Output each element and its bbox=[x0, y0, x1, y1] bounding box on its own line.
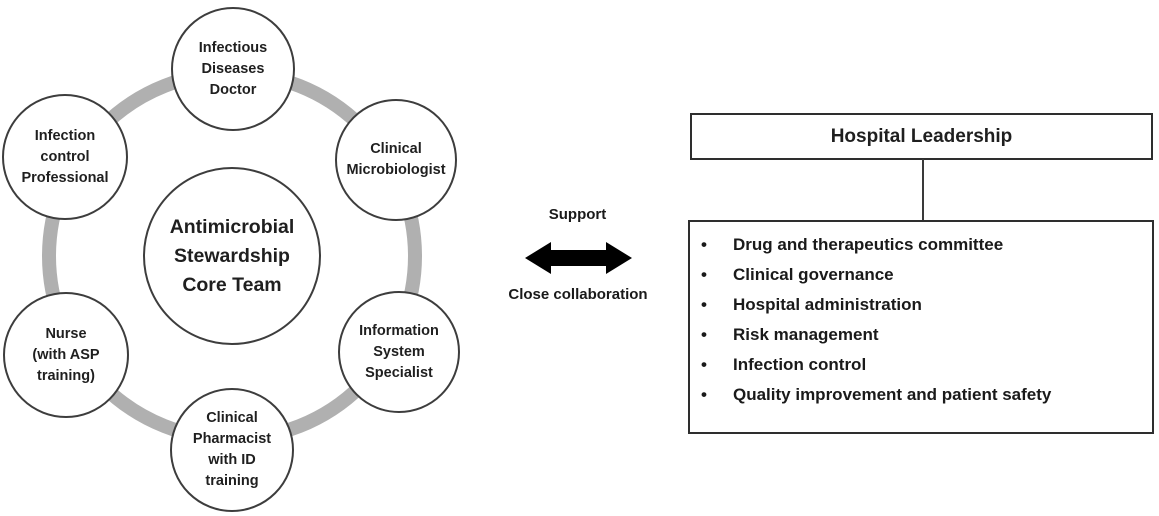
list-item-label: Quality improvement and patient safety bbox=[733, 385, 1052, 404]
list-item-label: Drug and therapeutics committee bbox=[733, 235, 1004, 254]
list-item: • Infection control bbox=[690, 350, 1152, 380]
hospital-leadership-box: Hospital Leadership bbox=[690, 113, 1153, 160]
team-member-label: Infection control Professional bbox=[21, 127, 109, 186]
team-member-circle-infectious-diseases-doctor: Infectious Diseases Doctor bbox=[171, 7, 295, 131]
team-member-circle-information-system-specialist: Information System Specialist bbox=[338, 291, 460, 413]
list-item-label: Hospital administration bbox=[733, 295, 922, 314]
bullet-icon: • bbox=[701, 265, 707, 284]
team-member-circle-nurse: Nurse (with ASP training) bbox=[3, 292, 129, 418]
hospital-leadership-title: Hospital Leadership bbox=[830, 125, 1013, 147]
list-item: • Hospital administration bbox=[690, 290, 1152, 320]
bullet-icon: • bbox=[701, 295, 707, 314]
bullet-icon: • bbox=[701, 235, 707, 254]
support-label: Support bbox=[548, 206, 607, 223]
bullet-icon: • bbox=[701, 355, 707, 374]
list-item: • Quality improvement and patient safety bbox=[690, 380, 1152, 410]
team-member-label: Clinical Microbiologist bbox=[346, 141, 446, 178]
arrow-shaft bbox=[551, 250, 606, 266]
team-member-circle-clinical-microbiologist: Clinical Microbiologist bbox=[335, 99, 457, 221]
bullet-icon: • bbox=[701, 385, 707, 404]
list-item-label: Risk management bbox=[733, 325, 879, 344]
team-member-label: Clinical Pharmacist with ID training bbox=[192, 410, 272, 489]
leadership-groups-list: • Drug and therapeutics committee • Clin… bbox=[690, 230, 1152, 410]
leadership-groups-box: • Drug and therapeutics committee • Clin… bbox=[688, 220, 1154, 434]
team-member-label: Nurse (with ASP training) bbox=[32, 325, 100, 384]
core-team-circle: Antimicrobial Stewardship Core Team bbox=[143, 167, 321, 345]
list-item: • Clinical governance bbox=[690, 260, 1152, 290]
double-headed-arrow-icon bbox=[525, 242, 632, 274]
list-item: • Drug and therapeutics committee bbox=[690, 230, 1152, 260]
bullet-icon: • bbox=[701, 325, 707, 344]
team-member-circle-clinical-pharmacist: Clinical Pharmacist with ID training bbox=[170, 388, 294, 512]
leadership-connector-line bbox=[922, 159, 924, 221]
arrow-right-head bbox=[606, 242, 632, 274]
list-item-label: Clinical governance bbox=[733, 265, 894, 284]
arrow-left-head bbox=[525, 242, 551, 274]
team-member-circle-infection-control-professional: Infection control Professional bbox=[2, 94, 128, 220]
close-collaboration-label: Close collaboration bbox=[508, 286, 648, 303]
team-member-label: Information System Specialist bbox=[359, 322, 439, 381]
core-team-label: Antimicrobial Stewardship Core Team bbox=[169, 215, 295, 296]
team-member-label: Infectious Diseases Doctor bbox=[198, 39, 268, 98]
list-item-label: Infection control bbox=[733, 355, 867, 374]
list-item: • Risk management bbox=[690, 320, 1152, 350]
